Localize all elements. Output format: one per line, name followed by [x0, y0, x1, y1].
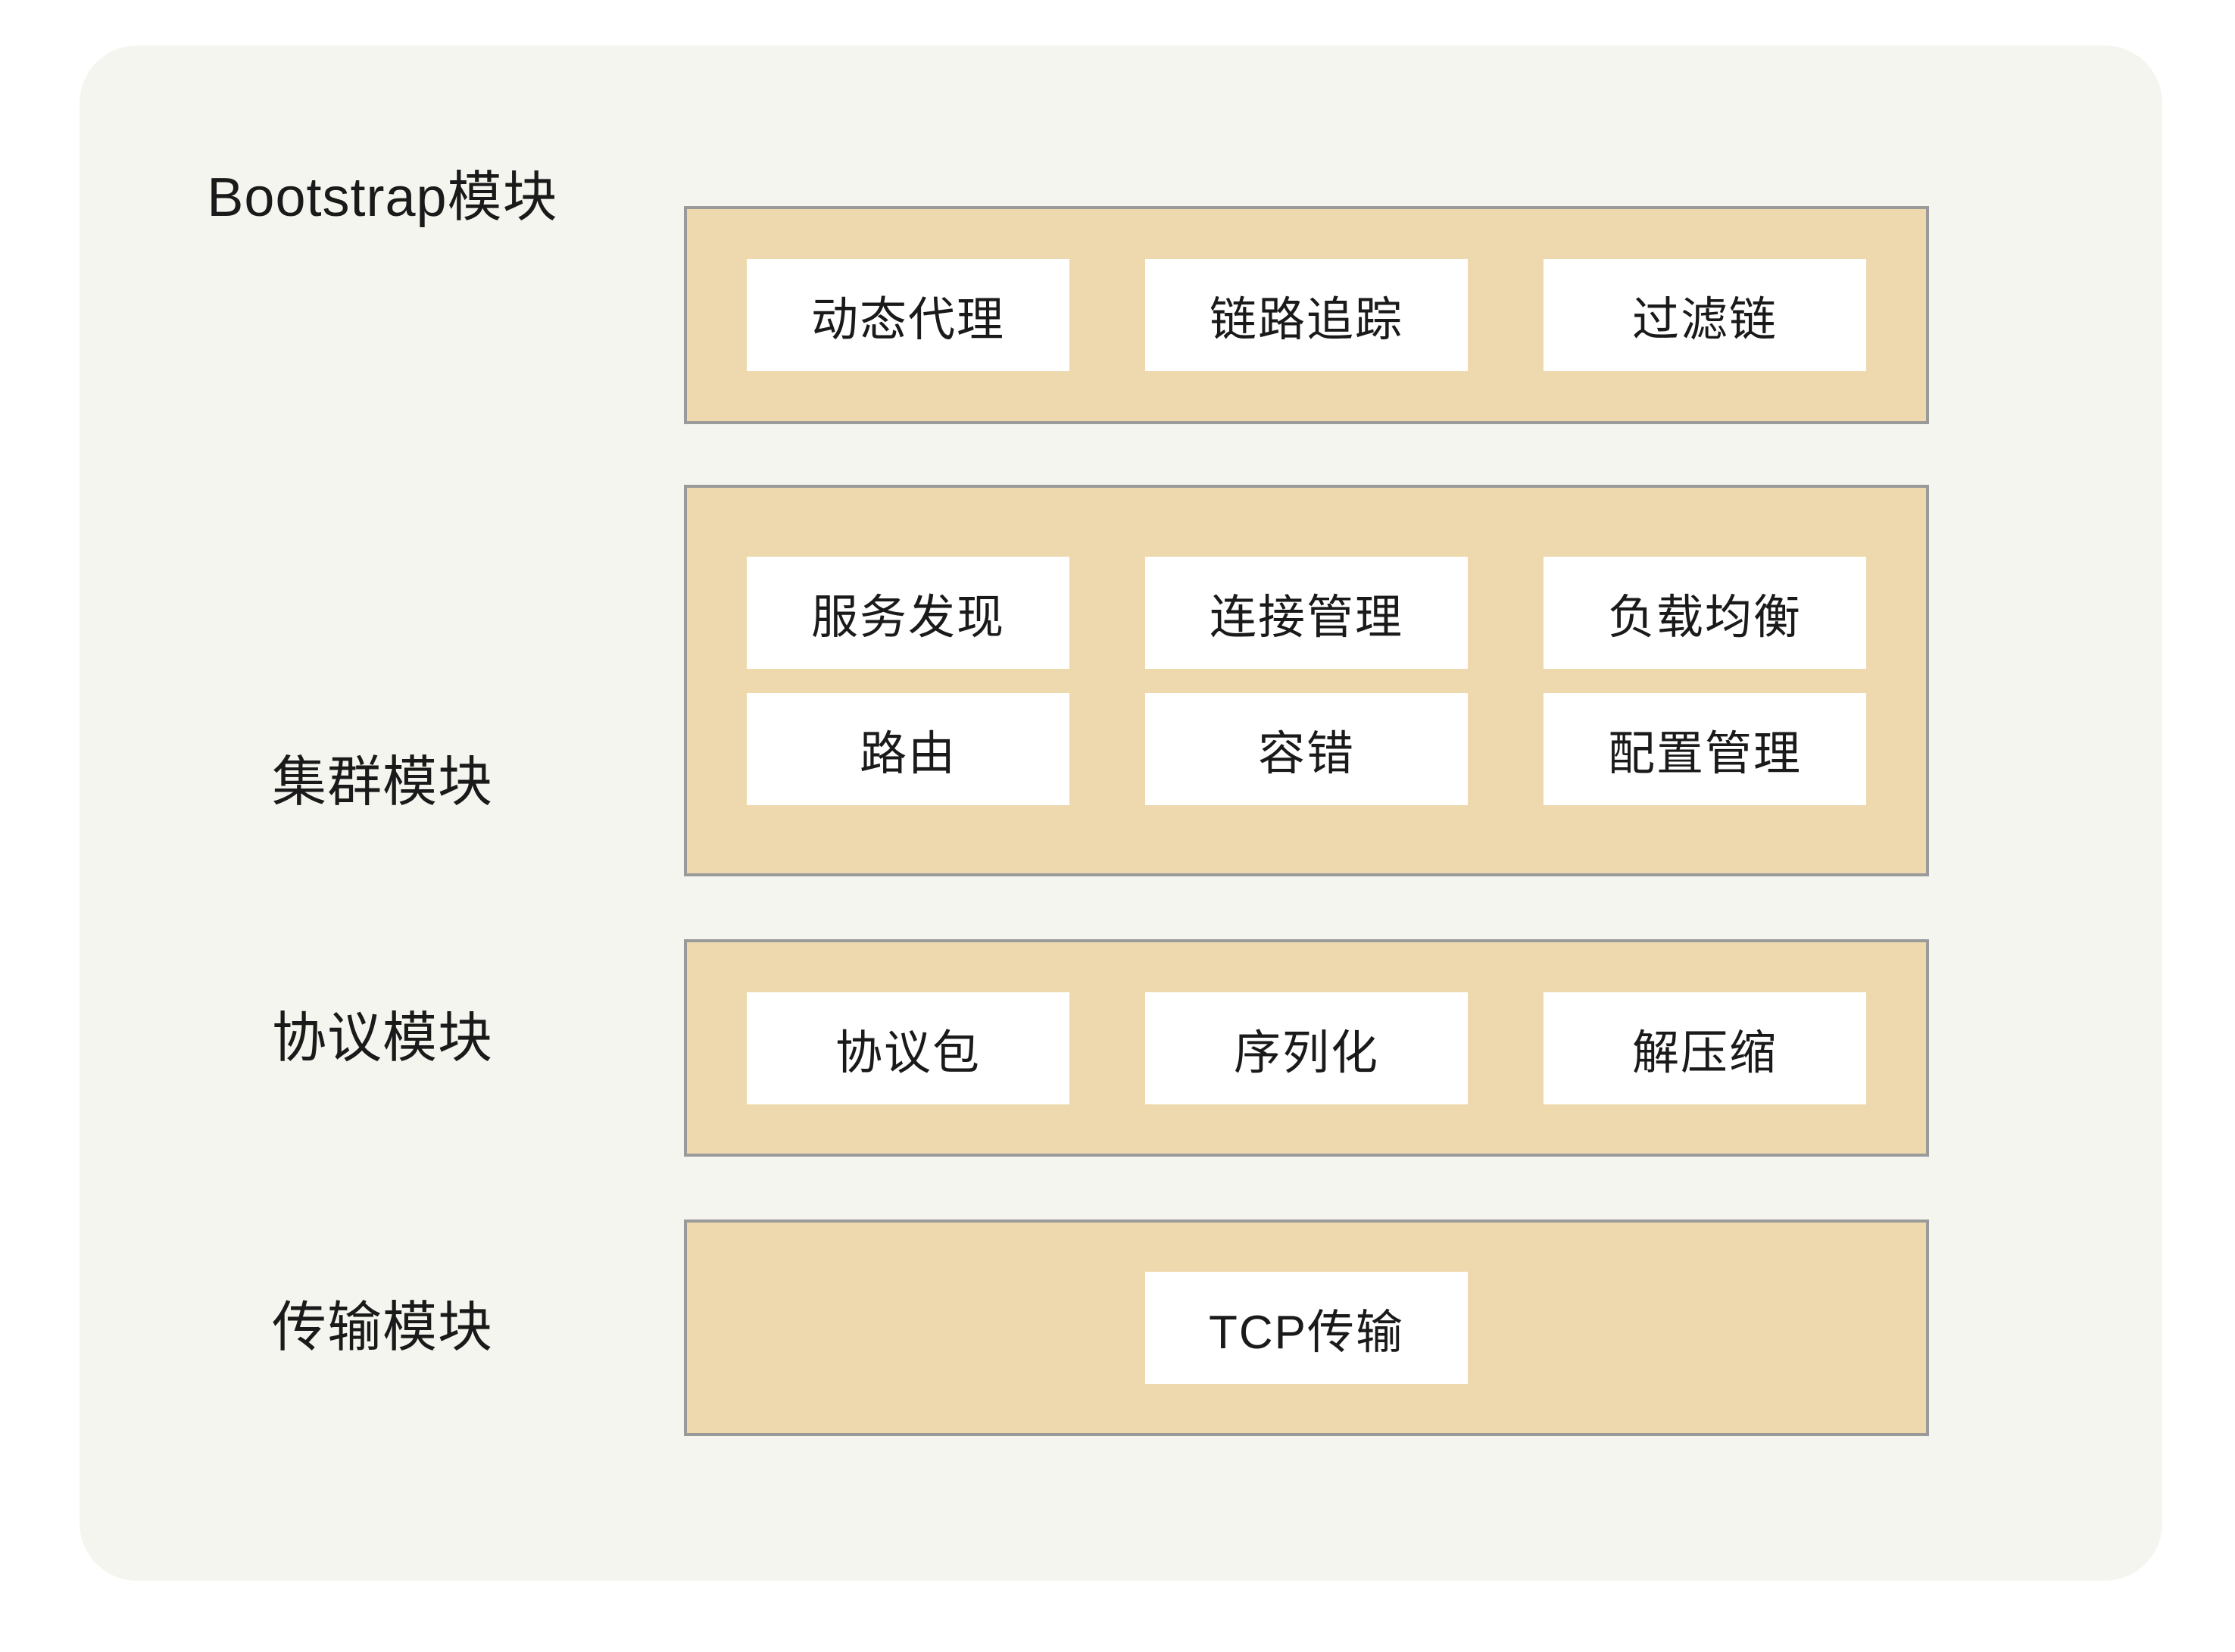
- component-box[interactable]: 路由: [747, 692, 1069, 805]
- layer-band-protocol: 协议包 序列化 解压缩: [684, 939, 1929, 1157]
- layer-band-bootstrap: 动态代理 链路追踪 过滤链: [684, 206, 1929, 424]
- band-inner-protocol: 协议包 序列化 解压缩: [687, 992, 1926, 1104]
- layer-row-cluster: 集群模块 服务发现 连接管理 负载均衡 路由 容错 配置管理: [80, 470, 2162, 924]
- layer-label-cluster: 集群模块: [271, 752, 493, 813]
- diagram-panel: Bootstrap模块 动态代理 链路追踪 过滤链 集群模块 服务发现 连接管理…: [80, 45, 2162, 1581]
- component-box[interactable]: 过滤链: [1544, 259, 1866, 371]
- component-box[interactable]: TCP传输: [1145, 1272, 1468, 1384]
- component-box[interactable]: 配置管理: [1544, 692, 1866, 805]
- component-box[interactable]: 负载均衡: [1544, 556, 1866, 669]
- band-inner-transport: TCP传输: [687, 1272, 1926, 1384]
- layer-label-transport: 传输模块: [271, 1298, 493, 1358]
- layer-band-transport: TCP传输: [684, 1219, 1929, 1436]
- component-box[interactable]: 动态代理: [747, 259, 1069, 371]
- component-box[interactable]: 协议包: [747, 992, 1069, 1104]
- component-row: TCP传输: [747, 1272, 1866, 1384]
- component-box[interactable]: 容错: [1145, 692, 1468, 805]
- layer-label-protocol: 协议模块: [271, 1008, 493, 1069]
- band-inner-bootstrap: 动态代理 链路追踪 过滤链: [687, 259, 1926, 371]
- component-row: 协议包 序列化 解压缩: [747, 992, 1866, 1104]
- component-row: 动态代理 链路追踪 过滤链: [747, 259, 1866, 371]
- component-row: 路由 容错 配置管理: [747, 692, 1866, 805]
- layer-row-protocol: 协议模块 协议包 序列化 解压缩: [80, 924, 2162, 1212]
- layer-band-cluster: 服务发现 连接管理 负载均衡 路由 容错 配置管理: [684, 485, 1929, 876]
- layer-row-transport: 传输模块 TCP传输: [80, 1212, 2162, 1500]
- component-box[interactable]: 链路追踪: [1145, 259, 1468, 371]
- component-box[interactable]: 序列化: [1145, 992, 1468, 1104]
- band-inner-cluster: 服务发现 连接管理 负载均衡 路由 容错 配置管理: [687, 556, 1926, 805]
- component-box[interactable]: 连接管理: [1145, 556, 1468, 669]
- component-row: 服务发现 连接管理 负载均衡: [747, 556, 1866, 669]
- layer-row-bootstrap: Bootstrap模块 动态代理 链路追踪 过滤链: [80, 45, 2162, 470]
- component-box[interactable]: 服务发现: [747, 556, 1069, 669]
- component-box[interactable]: 解压缩: [1544, 992, 1866, 1104]
- layer-label-bootstrap: Bootstrap模块: [207, 167, 558, 228]
